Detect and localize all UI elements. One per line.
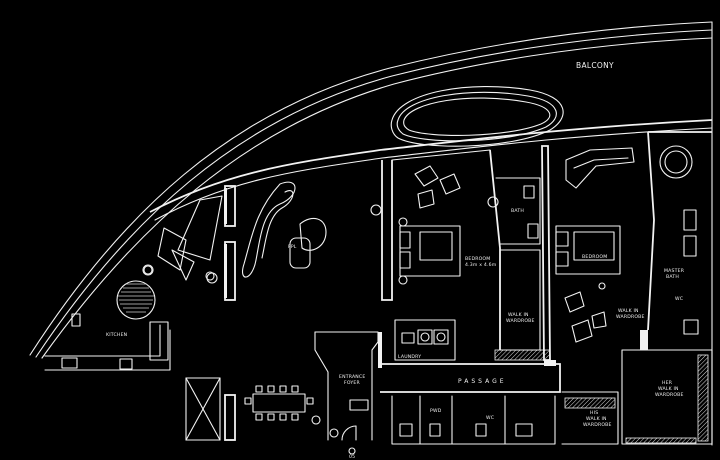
bedroom-1-size: 4.3m x 4.6m [465,262,497,268]
wc-label: WC [675,296,683,302]
entrance-label-b: FOYER [344,380,361,386]
his-label-b: WALK IN [586,416,607,422]
entry-marker: 05 [349,454,355,460]
her-label-a: HER [662,380,673,386]
balcony-planter [390,85,564,147]
wardrobe-1-label-a: WALK IN [508,312,529,318]
her-label-c: WARDROBE [655,392,684,398]
walk-in-wardrobe-1: WALK IN WARDROBE [494,249,551,361]
her-label-b: WALK IN [658,386,679,392]
master-bath-label-b: BATH [666,274,679,280]
bedroom-2-label: BEDROOM [582,254,607,260]
bedroom-1: BEDROOM 4.3m x 4.6m [381,149,501,350]
structural-walls [224,188,648,368]
table-pattern [118,283,154,313]
wc-2-label: WC [486,415,494,421]
dining-area [185,377,314,441]
bedroom-2: BEDROOM WALK IN WARDROBE [541,145,645,361]
his-wardrobe: HIS WALK IN WARDROBE [561,391,619,445]
his-label-a: HIS [590,410,598,416]
his-label-c: WARDROBE [583,422,612,428]
entrance-foyer: ENTRANCE FOYER 05 [314,331,379,460]
powder-label: PWD [430,408,442,414]
kitchen-label: KITCHEN [106,332,127,338]
passage: PASSAGE [380,363,561,393]
wardrobe-2-label-a: WALK IN [618,308,639,314]
balcony-label: BALCONY [576,61,614,70]
wardrobe-2-label-b: WARDROBE [616,314,645,320]
entrance-label-a: ENTRANCE [339,374,365,380]
living-area: FPL [224,181,327,301]
laundry: LAUNDRY [394,319,456,361]
powder-and-wc: PWD WC [391,395,556,445]
bedroom-1-label: BEDROOM [465,256,490,262]
passage-label: PASSAGE [458,378,507,385]
laundry-label: LAUNDRY [398,354,421,360]
wardrobe-1-label-b: WARDROBE [506,318,535,324]
bath-1: BATH [495,177,541,245]
bath-label: BATH [511,208,524,214]
master-bath: MASTER BATH WC [647,131,712,335]
kitchen: KITCHEN [44,195,223,371]
outer-envelope [29,21,713,446]
balcony-edge [149,119,713,221]
master-bath-label-a: MASTER [664,268,685,274]
fireplace-label: FPL [288,244,297,250]
her-wardrobe: HER WALK IN WARDROBE [621,349,713,445]
plant-icons [142,196,499,438]
